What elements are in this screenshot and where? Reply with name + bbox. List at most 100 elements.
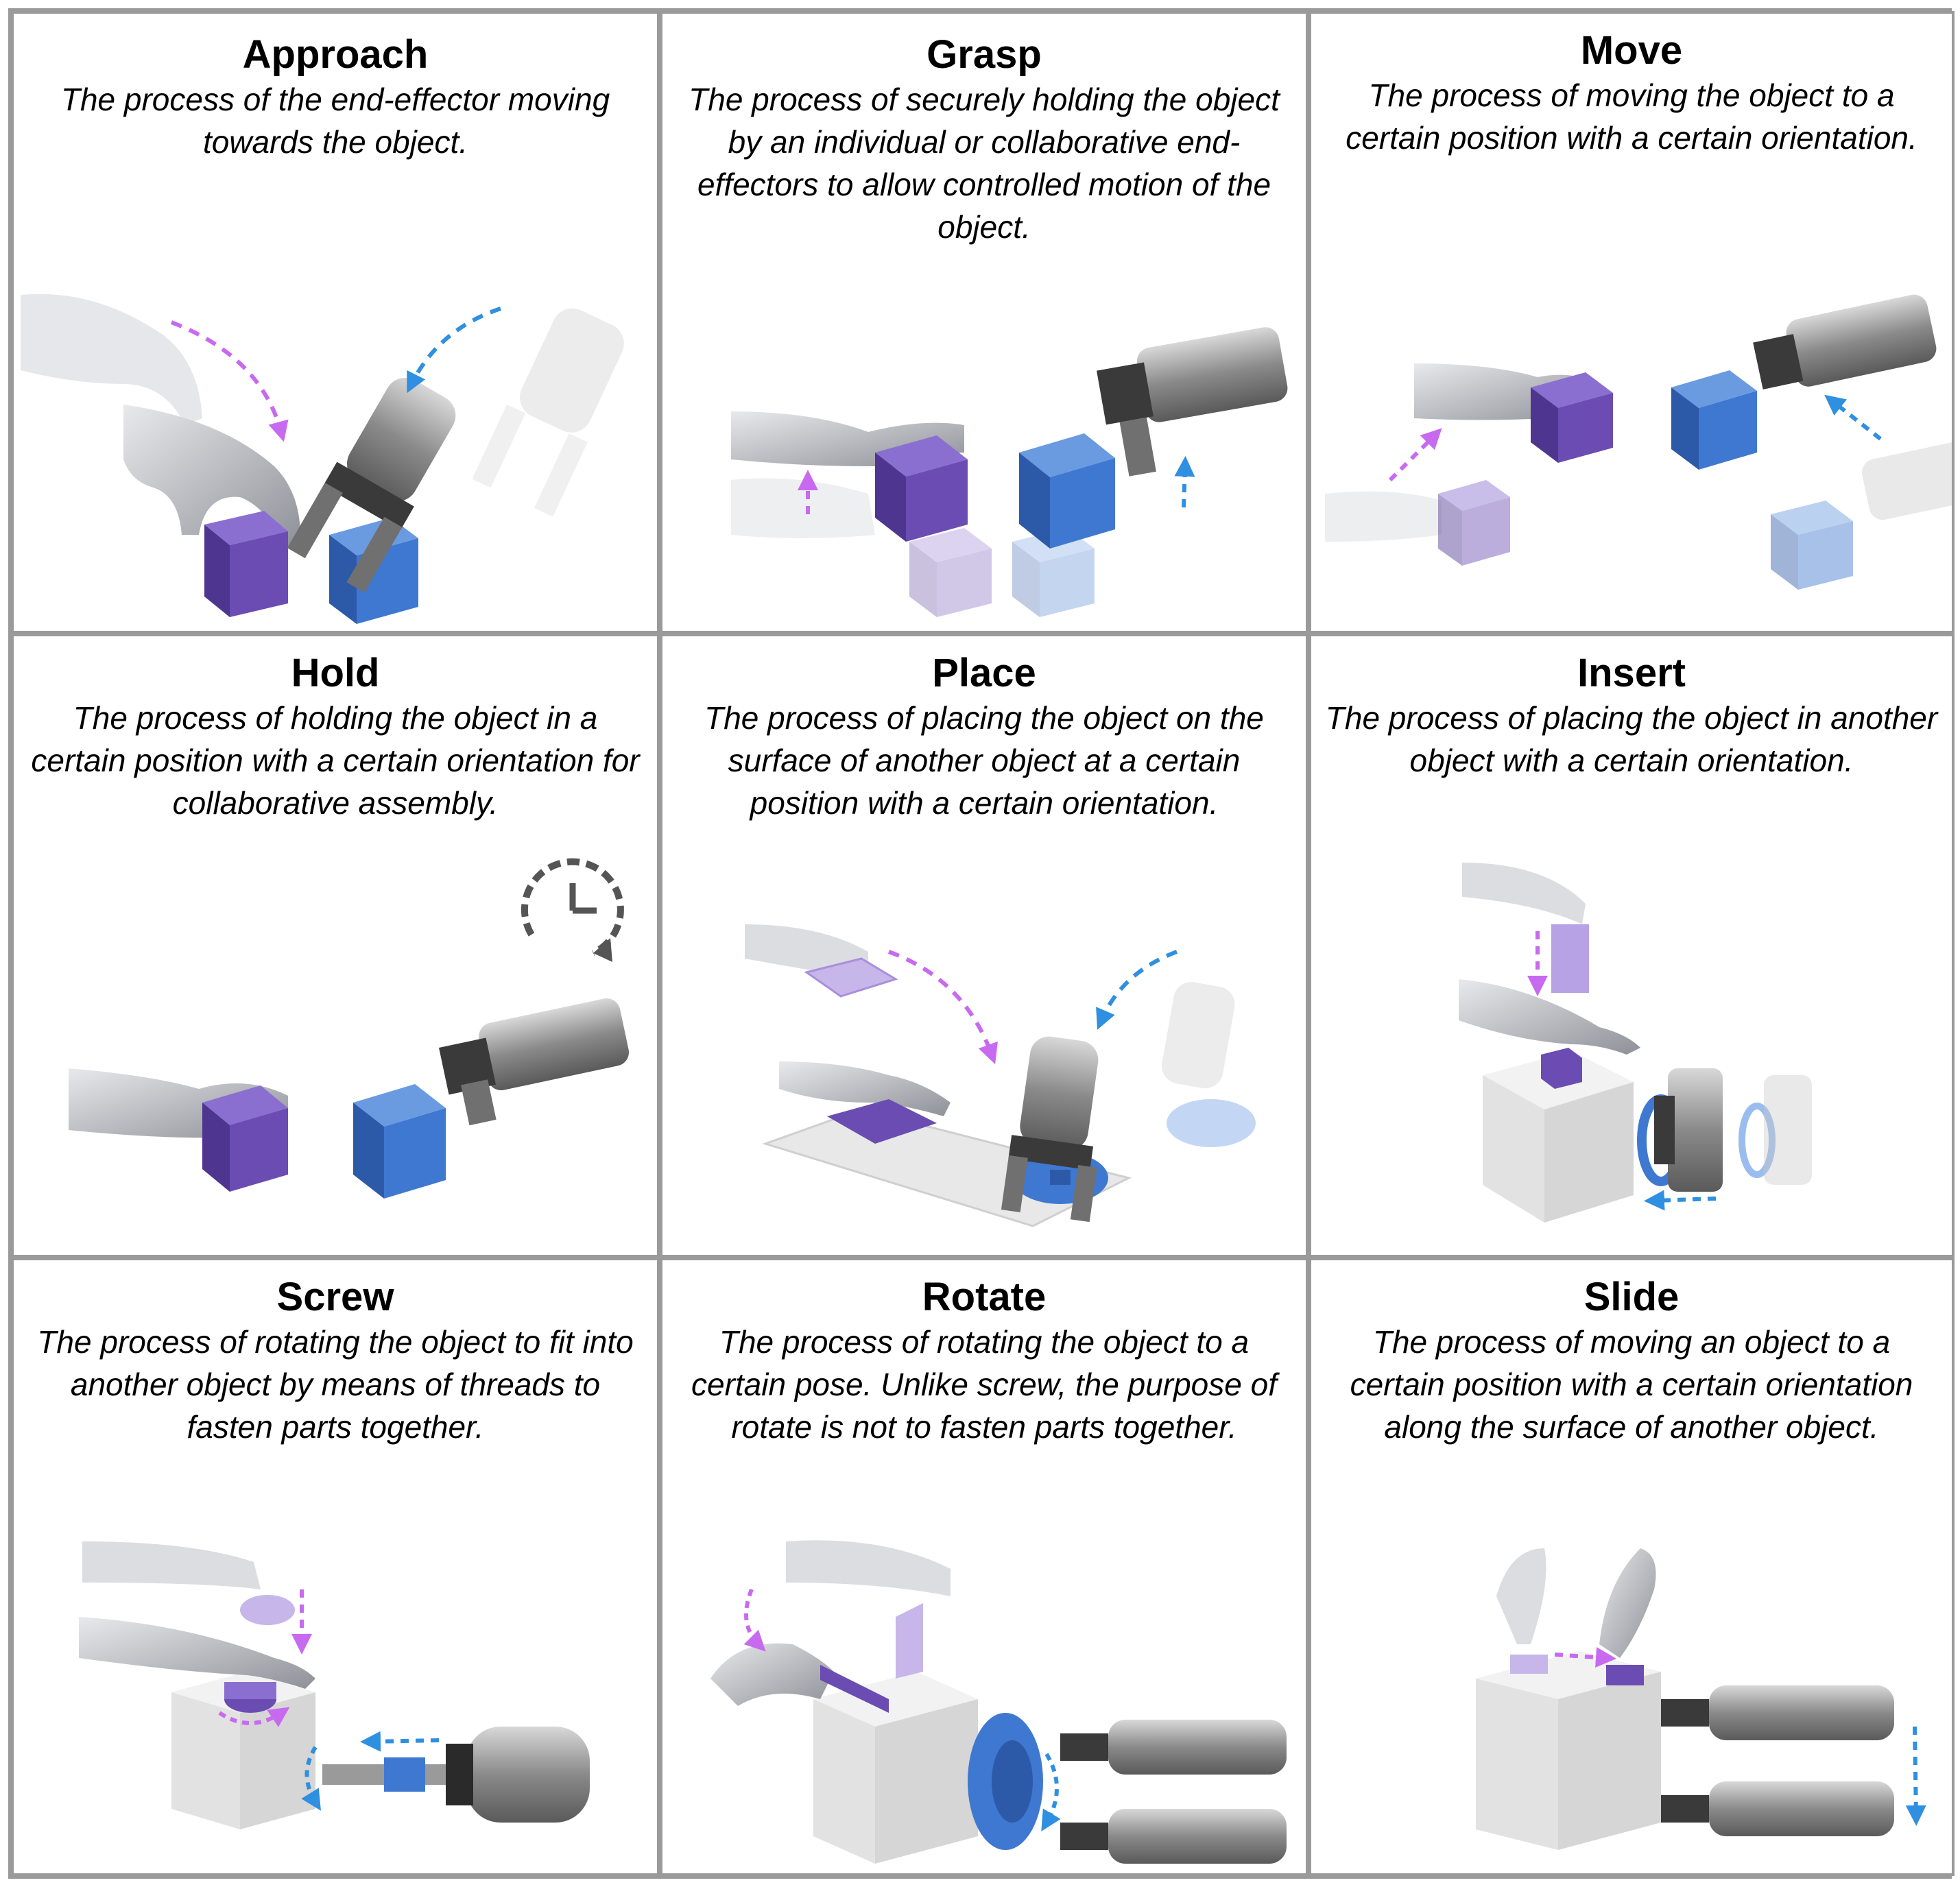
blue-cube (353, 1084, 446, 1199)
human-hand-ghost (731, 478, 875, 538)
robot-gripper-top (1060, 1720, 1287, 1775)
robot-gripper (1001, 1036, 1099, 1223)
robot-gripper (1654, 1068, 1723, 1192)
robot-gripper-ghost (1162, 982, 1235, 1089)
purple-cube (875, 435, 968, 542)
rotate-arrow-purple (743, 1588, 766, 1652)
human-hand (1459, 979, 1640, 1055)
purple-cube (202, 1085, 288, 1192)
blue-cube (1671, 370, 1757, 470)
panel-description: The process of moving the object to a ce… (1346, 77, 1917, 156)
panel-description: The process of moving an object to a cer… (1350, 1324, 1913, 1445)
panel-approach: Approach The process of the end-effector… (11, 11, 660, 634)
panel-grid: Approach The process of the end-effector… (8, 8, 1955, 1879)
human-hand (779, 1061, 951, 1116)
lift-arrow-blue (1174, 456, 1195, 508)
rotate-arrow-blue (1041, 1753, 1061, 1831)
purple-plate (827, 1099, 937, 1144)
blue-disc-ghost (1167, 1099, 1256, 1147)
insert-illustration (1459, 863, 1812, 1223)
robot-gripper-ghost (1764, 1075, 1812, 1185)
panel-move: Move The process of moving the object to… (1308, 11, 1955, 634)
panel-title: Insert (1577, 651, 1686, 695)
human-hand (1599, 1548, 1656, 1658)
move-arrow-blue (1824, 394, 1882, 441)
rotate-arrow-blue (301, 1746, 321, 1811)
panel-place: Place The process of placing the object … (660, 634, 1308, 1258)
panel-grasp: Grasp The process of securely holding th… (660, 11, 1308, 634)
human-hand (710, 1643, 834, 1706)
panel-title: Move (1580, 28, 1683, 73)
panel-description: The process of placing the object in ano… (1325, 700, 1938, 778)
purple-block (1606, 1665, 1644, 1685)
blue-cube (1019, 433, 1115, 549)
rotate-illustration (710, 1540, 1287, 1864)
place-illustration (745, 924, 1256, 1227)
slide-illustration (1476, 1548, 1926, 1850)
hold-illustration (69, 858, 630, 1199)
panel-description: The process of holding the object in a c… (31, 700, 640, 821)
purple-crank-ghost (896, 1603, 923, 1679)
human-hand-ghost (82, 1541, 261, 1589)
panel-description: The process of rotating the object to fi… (37, 1324, 634, 1445)
insert-arrow-blue (1644, 1190, 1717, 1211)
panel-description: The process of securely holding the obje… (689, 82, 1280, 245)
clock-icon (521, 858, 624, 962)
purple-plate-ghost (804, 957, 898, 998)
purple-nut-ghost (240, 1595, 295, 1625)
approach-arrow-purple (170, 320, 289, 442)
human-hand (123, 405, 301, 549)
purple-cube-ghost (909, 528, 992, 617)
panel-title: Rotate (922, 1275, 1047, 1319)
panel-slide: Slide The process of moving an object to… (1308, 1258, 1955, 1876)
panel-title: Approach (242, 32, 429, 77)
purple-cube (1531, 372, 1613, 463)
human-hand (79, 1617, 315, 1689)
robot-gripper-bottom (1661, 1781, 1894, 1836)
purple-block-ghost (1510, 1655, 1548, 1674)
place-arrow-purple (887, 950, 998, 1065)
robot-gripper-top (1661, 1685, 1894, 1740)
purple-cube (204, 511, 288, 617)
panel-title: Slide (1583, 1275, 1680, 1319)
approach-illustration (21, 293, 624, 624)
human-hand-ghost (1462, 863, 1586, 924)
panel-description: The process of placing the object on the… (704, 700, 1264, 821)
screw-tool (322, 1727, 590, 1823)
panel-title: Place (932, 651, 1036, 695)
human-hand-ghost (1325, 491, 1442, 542)
place-arrow-blue (1096, 950, 1178, 1030)
screw-arrow-blue (360, 1731, 440, 1752)
blue-cube-ghost (1771, 501, 1853, 590)
slide-arrow-blue (1905, 1726, 1926, 1826)
move-illustration (1325, 294, 1952, 590)
panel-screw: Screw The process of rotating the object… (11, 1258, 660, 1876)
panel-title: Screw (276, 1275, 394, 1319)
purple-block-ghost (1551, 924, 1589, 993)
panel-title: Grasp (927, 32, 1042, 77)
approach-arrow-blue (407, 307, 501, 394)
panel-title: Hold (291, 651, 380, 695)
robot-gripper (287, 377, 456, 593)
human-hand-ghost (1496, 1548, 1546, 1644)
panel-description: The process of rotating the object to a … (691, 1324, 1277, 1445)
panel-description: The process of the end-effector moving t… (60, 82, 610, 160)
panel-rotate: Rotate The process of rotating the objec… (660, 1258, 1308, 1876)
human-hand-ghost (21, 293, 202, 425)
purple-crank (820, 1665, 889, 1713)
blue-ring-ghost (1738, 1103, 1776, 1178)
purple-block (1541, 1048, 1582, 1089)
purple-cube-ghost (1438, 480, 1510, 566)
robot-gripper (439, 998, 630, 1126)
human-hand-ghost (786, 1540, 951, 1596)
robot-gripper-bottom (1060, 1809, 1287, 1864)
grasp-illustration (731, 327, 1288, 617)
robot-gripper (1753, 294, 1937, 390)
screw-illustration (79, 1541, 590, 1829)
robot-gripper-ghost (1862, 442, 1952, 520)
robot-gripper-ghost (472, 308, 624, 517)
panel-insert: Insert The process of placing the object… (1308, 634, 1955, 1258)
panel-hold: Hold The process of holding the object i… (11, 634, 660, 1258)
white-box (813, 1672, 978, 1864)
robot-gripper (1097, 327, 1288, 477)
